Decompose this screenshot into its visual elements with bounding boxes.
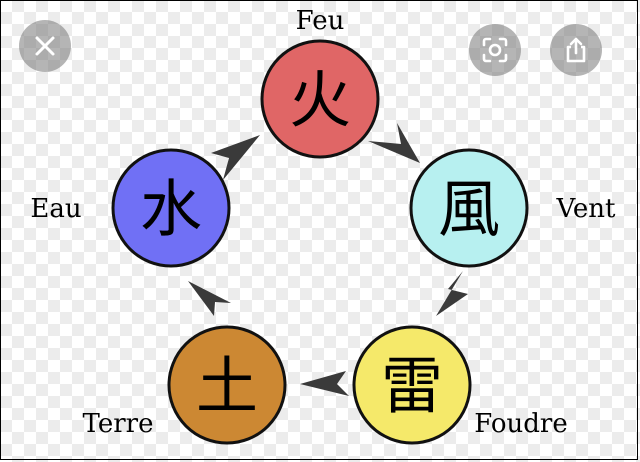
share-button[interactable] — [550, 24, 602, 76]
wind-kanji: 風 — [438, 173, 500, 246]
share-icon — [566, 37, 586, 63]
earth-label: Terre — [83, 409, 154, 439]
arrow-fire-to-wind — [368, 123, 420, 163]
lens-scan-icon — [482, 37, 508, 63]
element-earth: 土 Terre — [83, 325, 287, 445]
wind-label: Vent — [556, 194, 617, 224]
element-water: 水 Eau — [30, 148, 231, 268]
lightning-circle — [352, 325, 472, 445]
element-lightning: 雷 Foudre — [352, 325, 568, 445]
close-icon — [35, 36, 55, 56]
earth-circle — [167, 325, 287, 445]
arrow-wind-to-lightning — [436, 271, 468, 316]
earth-kanji: 土 — [196, 350, 258, 423]
water-circle — [111, 148, 231, 268]
element-fire: 火 Feu — [260, 6, 380, 159]
lightning-label: Foudre — [474, 409, 567, 439]
arrow-earth-to-water — [188, 281, 231, 316]
arrow-water-to-fire — [211, 135, 260, 180]
close-button[interactable] — [19, 20, 71, 72]
fire-kanji: 火 — [289, 64, 351, 137]
fire-circle — [260, 39, 380, 159]
arrow-lightning-to-earth — [300, 371, 349, 396]
water-kanji: 水 — [140, 173, 202, 246]
wind-circle — [409, 148, 529, 268]
fire-label: Feu — [296, 6, 345, 36]
visual-search-button[interactable] — [469, 24, 521, 76]
element-wind: 風 Vent — [409, 148, 617, 268]
lightning-kanji: 雷 — [381, 350, 443, 423]
water-label: Eau — [30, 194, 81, 224]
